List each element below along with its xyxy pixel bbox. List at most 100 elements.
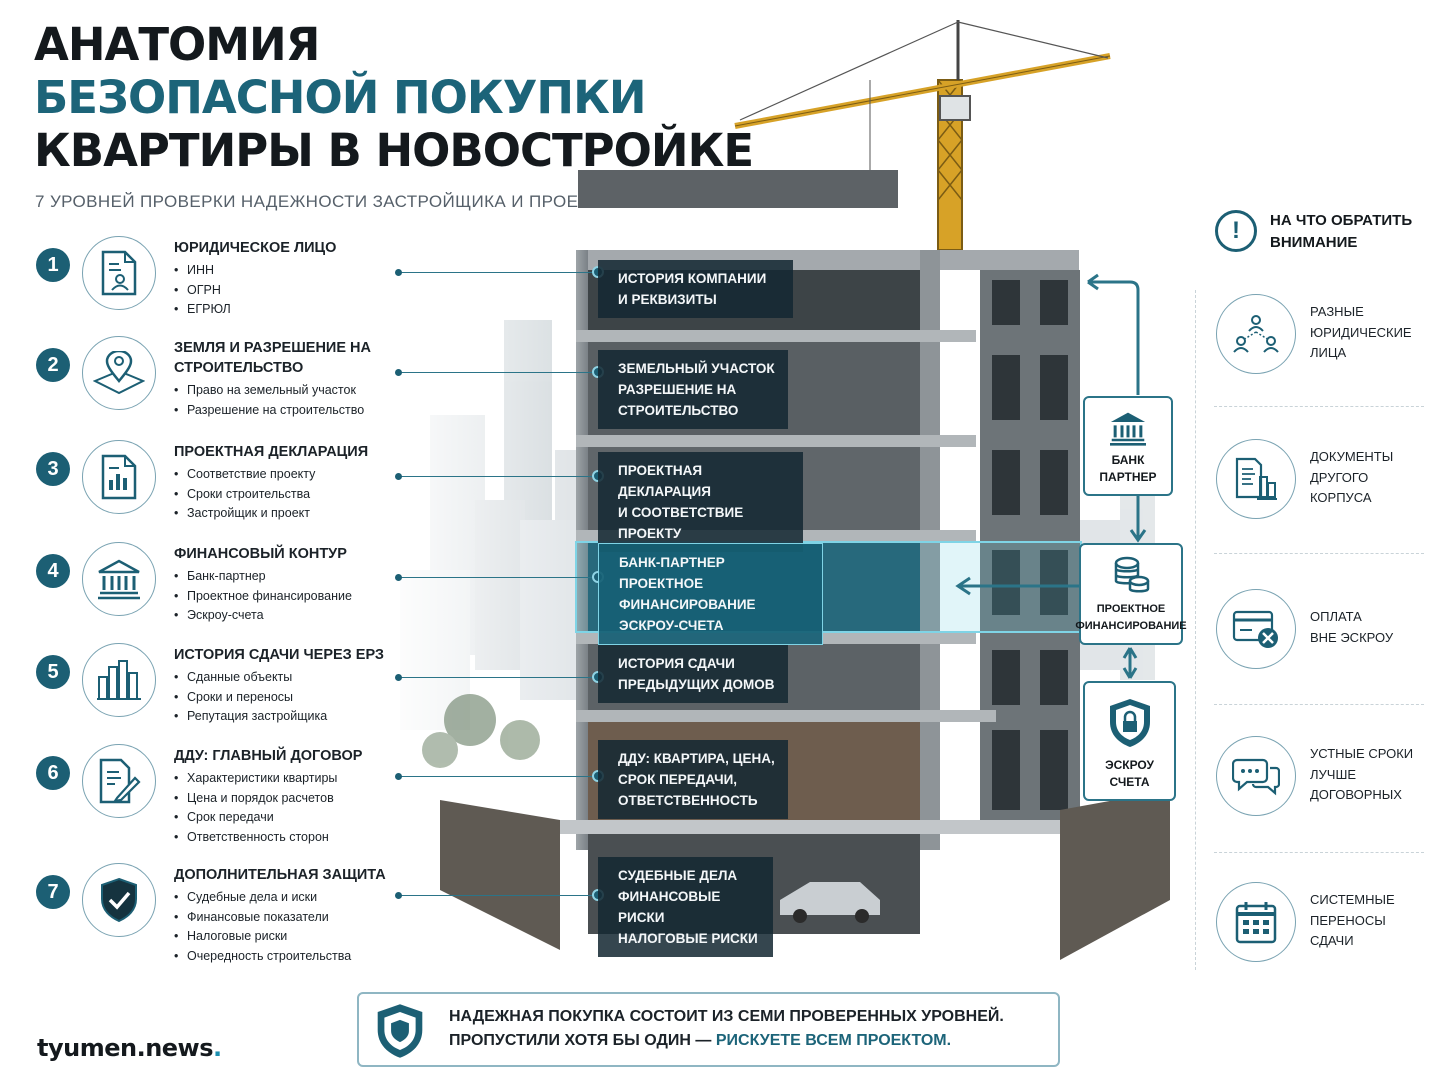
step-heading: ЮРИДИЧЕСКОЕ ЛИЦО	[174, 240, 337, 256]
step-heading: ФИНАНСОВЫЙ КОНТУР	[174, 546, 347, 562]
floor-label-line: ЭСКРОУ-СЧЕТА	[619, 618, 724, 633]
attention-item-5: СИСТЕМНЫЕ ПЕРЕНОСЫ СДАЧИ	[1214, 878, 1430, 968]
attention-line: ВНЕ ЭСКРОУ	[1310, 629, 1394, 645]
attention-line: СДАЧИ	[1310, 933, 1354, 948]
floor-label-line: ФИНАНСОВЫЕ РИСКИ	[618, 889, 721, 925]
step-list: Сданные объекты Сроки и переносы Репутац…	[174, 668, 414, 727]
floor-label-line: ДДУ: КВАРТИРА, ЦЕНА,	[618, 751, 775, 766]
step-number: 4	[36, 554, 70, 588]
floor-label-line: И СООТВЕТСТВИЕ ПРОЕКТУ	[618, 505, 744, 541]
list-item: Репутация застройщика	[174, 707, 414, 727]
list-item: Срок передачи	[174, 808, 414, 828]
list-item: Ответственность сторон	[174, 828, 414, 848]
shield-lock-icon	[1109, 699, 1150, 747]
list-item: Налоговые риски	[174, 927, 414, 947]
list-item: Судебные дела и иски	[174, 888, 414, 908]
floor-label-line: СУДЕБНЫЕ ДЕЛА	[618, 868, 738, 883]
step-number: 5	[36, 655, 70, 689]
attention-label: ДОКУМЕНТЫ ДРУГОГО КОРПУСА	[1310, 447, 1430, 509]
list-item: Соответствие проекту	[174, 465, 414, 485]
attention-line: УСТНЫЕ СРОКИ	[1310, 746, 1414, 761]
attention-item-1: РАЗНЫЕ ЮРИДИЧЕСКИЕ ЛИЦА	[1214, 290, 1430, 380]
step-number: 1	[36, 248, 70, 282]
floor-label-line: ПРЕДЫДУЩИХ ДОМОВ	[618, 677, 775, 692]
title-line-3: КВАРТИРЫ В НОВОСТРОЙКЕ	[34, 124, 754, 177]
floor-label-6: ДДУ: КВАРТИРА, ЦЕНА, СРОК ПЕРЕДАЧИ, ОТВЕ…	[598, 740, 788, 819]
floor-label-line: ПРОЕКТНОЕ ФИНАНСИРОВАНИЕ	[619, 576, 756, 612]
attention-divider	[1214, 852, 1424, 853]
box-label: ПАРТНЕР	[1099, 470, 1157, 484]
calendar-icon	[1216, 882, 1296, 962]
floor-label-line: ОТВЕТСТВЕННОСТЬ	[618, 793, 758, 808]
step-list: Право на земельный участок Разрешение на…	[174, 381, 414, 420]
step-list: Соответствие проекту Сроки строительства…	[174, 465, 414, 524]
subtitle: 7 УРОВНЕЙ ПРОВЕРКИ НАДЕЖНОСТИ ЗАСТРОЙЩИК…	[35, 192, 611, 211]
list-item: ОГРН	[174, 281, 414, 301]
attention-line: ЛИЦА	[1310, 345, 1347, 360]
bank-icon	[1110, 412, 1146, 446]
attention-label: УСТНЫЕ СРОКИ ЛУЧШЕ ДОГОВОРНЫХ	[1310, 744, 1430, 806]
floor-label-line: РАЗРЕШЕНИЕ НА	[618, 382, 737, 397]
attention-line: РАЗНЫЕ	[1310, 304, 1364, 319]
title-line-2: БЕЗОПАСНОЙ ПОКУПКИ	[34, 71, 647, 124]
floor-label-line: ПРОЕКТНАЯ ДЕКЛАРАЦИЯ	[618, 463, 711, 499]
attention-line: ДОГОВОРНЫХ	[1310, 787, 1402, 802]
floor-label-line: ИСТОРИЯ СДАЧИ	[618, 656, 735, 671]
escrow-box: ЭСКРОУ СЧЕТА	[1083, 681, 1176, 801]
list-item: Разрешение на строительство	[174, 401, 414, 421]
floor-label-1: ИСТОРИЯ КОМПАНИИ И РЕКВИЗИТЫ	[598, 260, 793, 318]
attention-line: ДРУГОГО	[1310, 469, 1369, 485]
floor-label-line: И РЕКВИЗИТЫ	[618, 292, 717, 307]
bank-partner-box: БАНК ПАРТНЕР	[1083, 396, 1173, 496]
crane	[734, 20, 1111, 251]
document-chart-icon	[82, 440, 156, 514]
project-finance-box: ПРОЕКТНОЕ ФИНАНСИРОВАНИЕ	[1075, 543, 1187, 645]
attention-header: ! НА ЧТО ОБРАТИТЬ ВНИМАНИЕ	[1212, 208, 1432, 258]
box-label: ПРОЕКТНОЕ	[1096, 603, 1166, 615]
documents-building-icon	[1216, 439, 1296, 519]
attention-divider-vertical	[1195, 290, 1196, 970]
floor-label-3: ПРОЕКТНАЯ ДЕКЛАРАЦИЯ И СООТВЕТСТВИЕ ПРОЕ…	[598, 452, 803, 552]
document-person-icon	[82, 236, 156, 310]
payment-cancel-icon	[1216, 589, 1296, 669]
list-item: ИНН	[174, 261, 414, 281]
floor-label-7: СУДЕБНЫЕ ДЕЛА ФИНАНСОВЫЕ РИСКИ НАЛОГОВЫЕ…	[598, 857, 773, 957]
coins-icon	[1114, 556, 1150, 593]
footer-text: ПРОПУСТИЛИ ХОТЯ БЫ ОДИН	[449, 1032, 691, 1049]
attention-line: ДОКУМЕНТЫ	[1310, 449, 1394, 464]
brand-dot: .	[213, 1034, 222, 1062]
attention-line: ПЕРЕНОСЫ	[1310, 912, 1386, 928]
step-heading: ДДУ: ГЛАВНЫЙ ДОГОВОР	[174, 748, 363, 764]
connector-2	[395, 366, 604, 378]
contract-pen-icon	[82, 744, 156, 818]
attention-title: НА ЧТО ОБРАТИТЬ ВНИМАНИЕ	[1270, 210, 1430, 254]
step-number: 6	[36, 756, 70, 790]
floor-label-line: БАНК-ПАРТНЕР	[619, 555, 725, 570]
attention-line: КОРПУСА	[1310, 490, 1372, 505]
brand-name: tyumen.news	[37, 1034, 214, 1062]
floor-label-line: НАЛОГОВЫЕ РИСКИ	[618, 931, 758, 946]
brand-logo: tyumen.news.	[37, 1034, 222, 1062]
list-item: Эскроу-счета	[174, 606, 414, 626]
box-label: ФИНАНСИРОВАНИЕ	[1075, 620, 1187, 632]
attention-label: РАЗНЫЕ ЮРИДИЧЕСКИЕ ЛИЦА	[1310, 302, 1430, 364]
step-number: 2	[36, 348, 70, 382]
floor-label-line: ИСТОРИЯ КОМПАНИИ	[618, 271, 767, 286]
floor-label-4: БАНК-ПАРТНЕР ПРОЕКТНОЕ ФИНАНСИРОВАНИЕ ЭС…	[598, 543, 823, 645]
footer-banner: НАДЕЖНАЯ ПОКУПКА СОСТОИТ ИЗ СЕМИ ПРОВЕРЕ…	[357, 992, 1060, 1067]
attention-title-line: НА ЧТО ОБРАТИТЬ	[1270, 212, 1413, 229]
exclamation-icon: !	[1215, 210, 1257, 252]
list-item: Цена и порядок расчетов	[174, 789, 414, 809]
step-list: ИНН ОГРН ЕГРЮЛ	[174, 261, 414, 320]
box-label: СЧЕТА	[1109, 775, 1150, 789]
list-item: Банк-партнер	[174, 567, 414, 587]
list-item: Характеристики квартиры	[174, 769, 414, 789]
speech-bubbles-icon	[1216, 736, 1296, 816]
connector-6	[395, 770, 604, 782]
shield-check-icon	[82, 863, 156, 937]
attention-item-3: ОПЛАТА ВНЕ ЭСКРОУ	[1214, 585, 1430, 675]
list-item: Сданные объекты	[174, 668, 414, 688]
step-list: Характеристики квартиры Цена и порядок р…	[174, 769, 414, 847]
list-item: Право на земельный участок	[174, 381, 414, 401]
list-item: Проектное финансирование	[174, 587, 414, 607]
